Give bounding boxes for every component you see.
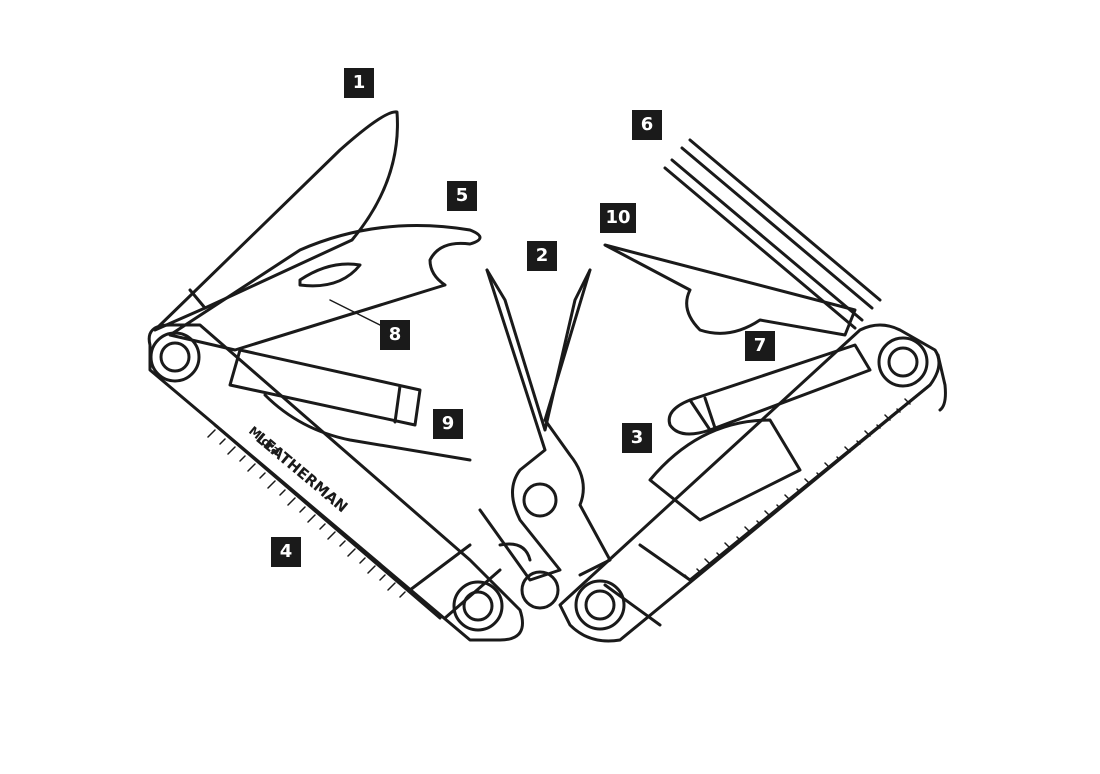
left-handle xyxy=(147,323,524,642)
flat-screwdriver xyxy=(228,348,472,462)
callout-2: 2 xyxy=(527,241,557,271)
callout-5: 5 xyxy=(447,181,477,211)
knife-blade xyxy=(153,110,399,332)
callout-7: 7 xyxy=(745,331,775,361)
callout-10: 10 xyxy=(600,203,636,233)
ruler-right xyxy=(684,398,911,581)
tweezers xyxy=(663,138,882,330)
scissors xyxy=(478,268,612,610)
inner-tool-silhouette xyxy=(648,418,802,522)
nail-file-opener xyxy=(603,243,857,337)
leader-line-8 xyxy=(329,299,381,326)
callout-9: 9 xyxy=(433,409,463,439)
callout-6: 6 xyxy=(632,110,662,140)
callout-3: 3 xyxy=(622,423,652,453)
ruler-left xyxy=(207,429,406,598)
bottle-opener-tool xyxy=(168,224,482,352)
callout-1: 1 xyxy=(344,68,374,98)
phillips-screwdriver xyxy=(667,343,872,436)
callout-8: 8 xyxy=(380,320,410,350)
callout-4: 4 xyxy=(271,537,301,567)
right-handle xyxy=(558,323,947,643)
